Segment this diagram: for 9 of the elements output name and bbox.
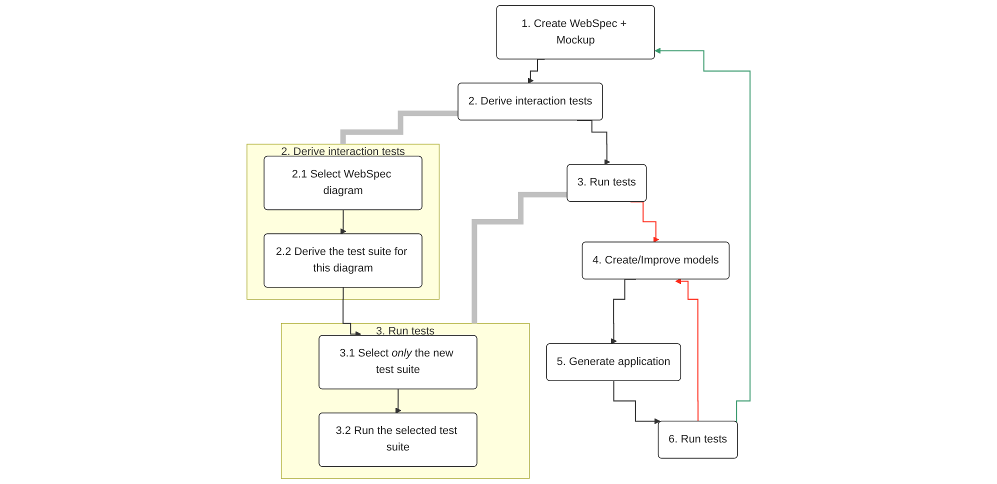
arrow [654, 48, 751, 422]
arrow [613, 380, 660, 424]
arrow [675, 278, 699, 422]
arrow [340, 210, 346, 234]
connector [472, 192, 568, 326]
connector [340, 110, 458, 147]
arrow [395, 388, 402, 414]
arrow [342, 287, 362, 338]
arrow [630, 201, 660, 243]
